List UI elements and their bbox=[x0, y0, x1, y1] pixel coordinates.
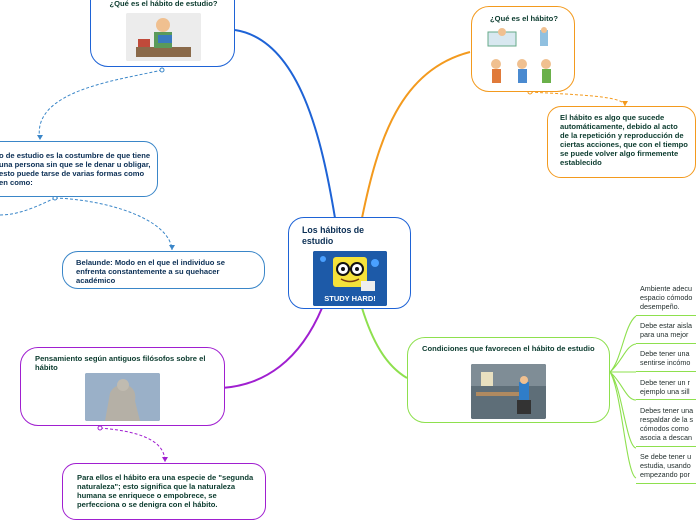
condiciones-item-3-line-2: sentirse incómo bbox=[640, 358, 691, 367]
study-hard-caption: STUDY HARD! bbox=[324, 294, 376, 303]
condiciones-item-5-line-3: cómodos como bbox=[640, 424, 689, 433]
dashed-link-habito-estudio-definicion bbox=[38, 69, 163, 141]
condiciones-title: Condiciones que favorecen el hábito de e… bbox=[422, 344, 595, 353]
study-hard-image: STUDY HARD! bbox=[313, 251, 387, 306]
condiciones-item-6-line-2: estudia, usando bbox=[640, 461, 691, 470]
pensamiento-title: Pensamiento según antiguos filósofos sob… bbox=[35, 354, 206, 372]
definicion-text: o de estudio es la costumbre de que tien… bbox=[0, 151, 151, 187]
condiciones-item-2-line-2: para una mejor bbox=[640, 330, 689, 339]
student-reading-image bbox=[126, 13, 201, 61]
condiciones-item-1-line-1: Ambiente adecu bbox=[640, 284, 692, 293]
que-es-habito-title: ¿Qué es el hábito? bbox=[490, 14, 558, 23]
condiciones-item-6-line-3: empezando por bbox=[640, 470, 690, 479]
philosopher-statue-image bbox=[85, 373, 160, 421]
connector-central-to-pensamiento bbox=[221, 307, 323, 389]
belaunde-text: Belaunde: Modo en el que el individuo se… bbox=[76, 258, 225, 285]
connector-condiciones-items bbox=[609, 315, 637, 479]
dashed-link-pensamiento-segunda bbox=[99, 427, 166, 463]
connector-central-to-que-es-habito-estudio bbox=[234, 29, 336, 219]
condiciones-item-4-line-1: Debe tener un r bbox=[640, 378, 690, 387]
condiciones-item-4-line-2: ejemplo una sill bbox=[640, 387, 690, 396]
condiciones-item-1-line-3: desempeño. bbox=[640, 302, 680, 311]
condiciones-item-5-line-1: Debes tener una bbox=[640, 406, 694, 415]
condiciones-item-5-line-4: asocia a descan bbox=[640, 433, 692, 442]
belaunde-node[interactable]: Belaunde: Modo en el que el individuo se… bbox=[62, 251, 265, 289]
condiciones-item-1-line-2: espacio cómodo bbox=[640, 293, 693, 302]
segunda-naturaleza-text: Para ellos el hábito era una especie de … bbox=[77, 473, 254, 509]
central-topic-title: Los hábitos de estudio bbox=[302, 225, 365, 246]
condiciones-item-2-line-1: Debe estar aisla bbox=[640, 321, 692, 330]
dashed-link-definicion-offscreen bbox=[0, 197, 56, 216]
habito-definicion-node[interactable]: El hábito es algo que sucede automáticam… bbox=[547, 106, 696, 178]
pensamiento-node[interactable]: Pensamiento según antiguos filósofos sob… bbox=[20, 347, 225, 426]
dashed-link-habito-definicion bbox=[529, 91, 626, 107]
que-es-habito-node[interactable]: ¿Qué es el hábito? bbox=[471, 6, 575, 92]
que-es-habito-estudio-title: ¿Qué es el hábito de estudio? bbox=[109, 0, 218, 8]
condiciones-item-3-line-1: Debe tener una bbox=[640, 349, 690, 358]
connector-central-to-que-es-habito bbox=[361, 51, 471, 219]
que-es-habito-estudio-node[interactable]: ¿Qué es el hábito de estudio? bbox=[90, 0, 235, 67]
habito-definicion-text: El hábito es algo que sucede automáticam… bbox=[560, 113, 688, 167]
central-topic-node[interactable]: Los hábitos de estudio STUDY HARD! bbox=[288, 217, 411, 309]
condiciones-item-5-line-2: respaldar de la s bbox=[640, 415, 694, 424]
dashed-link-definicion-belaunde bbox=[54, 197, 173, 251]
connector-central-to-condiciones bbox=[361, 307, 408, 379]
condiciones-node[interactable]: Condiciones que favorecen el hábito de e… bbox=[407, 337, 610, 423]
definicion-node[interactable]: o de estudio es la costumbre de que tien… bbox=[0, 141, 158, 197]
habits-illustration-image bbox=[484, 26, 564, 90]
desk-study-image bbox=[471, 364, 546, 419]
segunda-naturaleza-node[interactable]: Para ellos el hábito era una especie de … bbox=[62, 463, 266, 520]
condiciones-item-6-line-1: Se debe tener u bbox=[640, 452, 692, 461]
